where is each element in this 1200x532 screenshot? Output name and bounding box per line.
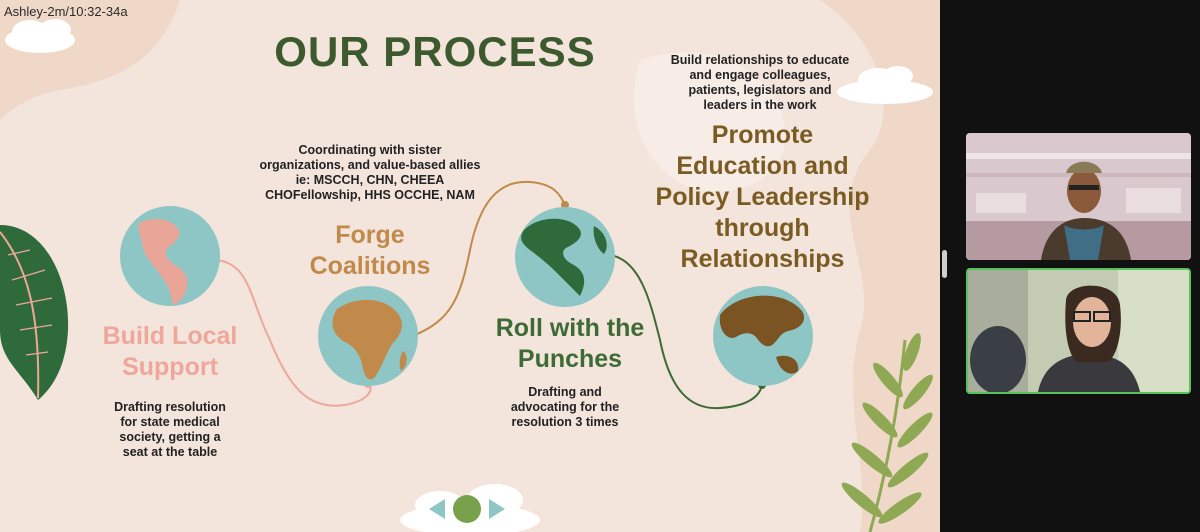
caption-line: organizations, and value-based allies — [259, 158, 481, 172]
caption-line: ie: MSCCH, CHN, CHEEA — [295, 173, 445, 187]
step-title-line: through — [715, 214, 810, 242]
caption-line: resolution 3 times — [511, 415, 619, 429]
participant-video-tile[interactable] — [966, 133, 1191, 260]
step-build-local-support-title: Build Local Support — [90, 321, 250, 383]
caption-line: Build relationships to educate — [670, 53, 850, 67]
caption-line: CHOFellowship, HHS OCCHE, NAM — [265, 188, 475, 202]
step-title-line: Policy Leadership — [655, 183, 870, 211]
step-title-line: Coalitions — [309, 252, 431, 280]
caption-line: Drafting and — [528, 385, 602, 399]
step-title-line: Forge — [335, 221, 405, 249]
current-dot-icon — [453, 495, 481, 523]
participant-timestamp-label: Ashley-2m/10:32-34a — [4, 4, 128, 19]
step-forge-coalitions-caption: Coordinating with sister organizations, … — [250, 143, 490, 203]
step-title-line: Relationships — [680, 245, 845, 273]
globe-africa-icon — [318, 286, 418, 386]
step-title-line: Education and — [676, 152, 849, 180]
step-title-line: Promote — [711, 121, 814, 149]
step-build-local-support-caption: Drafting resolution for state medical so… — [90, 400, 250, 460]
next-arrow-icon[interactable] — [489, 499, 505, 519]
globe-green-americas-icon — [515, 207, 615, 307]
step-title-line: Roll with the — [495, 314, 645, 342]
globe-asia-icon — [713, 286, 813, 386]
caption-line: advocating for the — [510, 400, 620, 414]
participant-video-frame — [968, 270, 1189, 392]
step-roll-with-the-punches-caption: Drafting and advocating for the resoluti… — [485, 385, 645, 430]
caption-line: for state medical — [120, 415, 220, 429]
step-title-line: Build Local — [102, 322, 238, 350]
globe-americas-icon — [120, 206, 220, 306]
caption-line: and engage colleagues, — [689, 68, 831, 82]
caption-line: society, getting a — [119, 430, 221, 444]
step-forge-coalitions-title: Forge Coalitions — [295, 220, 445, 282]
caption-line: Drafting resolution — [114, 400, 226, 414]
panel-resize-handle[interactable] — [942, 250, 947, 278]
slide-title: OUR PROCESS — [274, 28, 596, 75]
step-promote-education-caption: Build relationships to educate and engag… — [660, 53, 860, 113]
caption-line: patients, legislators and — [688, 83, 832, 97]
participant-video-frame — [966, 133, 1191, 260]
presentation-slide: Ashley-2m/10:32-34a OUR PROCESS Build Lo… — [0, 0, 940, 532]
step-title-line: Punches — [517, 345, 623, 373]
step-promote-education-title: Promote Education and Policy Leadership … — [640, 120, 885, 275]
participant-video-tile-active-speaker[interactable] — [966, 268, 1191, 394]
caption-line: Coordinating with sister — [298, 143, 442, 157]
slide-nav-controls — [429, 495, 505, 523]
step-title-line: Support — [122, 353, 218, 381]
caption-line: seat at the table — [122, 445, 218, 459]
slide-background-shapes — [0, 0, 940, 532]
previous-arrow-icon[interactable] — [429, 499, 445, 519]
step-roll-with-the-punches-title: Roll with the Punches — [470, 313, 670, 375]
caption-line: leaders in the work — [703, 98, 817, 112]
